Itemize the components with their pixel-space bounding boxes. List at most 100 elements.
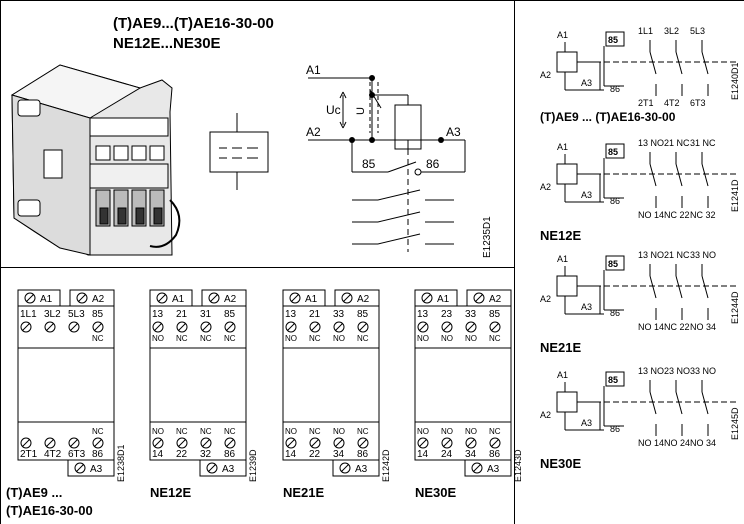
- terminal-top-label: 5L3: [68, 309, 85, 320]
- screw-slot: [178, 323, 186, 331]
- contactor-illustration: [10, 64, 181, 256]
- screw-slot: [70, 323, 78, 331]
- screw-slot: [443, 323, 451, 331]
- schematic-ref: E1244D: [730, 291, 740, 324]
- main-title-1: (T)AE9...(T)AE16-30-00: [113, 15, 274, 32]
- screw-slot: [491, 323, 499, 331]
- coil-label-a3: A3: [581, 302, 592, 312]
- coil-label-a2: A2: [540, 70, 551, 80]
- screw-slot: [443, 439, 451, 447]
- screw-slot: [491, 439, 499, 447]
- screw-slot: [335, 323, 343, 331]
- schematic-nodes: [349, 75, 444, 143]
- terminal-bottom-label: 32: [200, 449, 212, 460]
- screw-slot: [94, 439, 102, 447]
- contact-top-label: 13 NO: [638, 250, 664, 260]
- terminal-bottom-sup: NC: [200, 427, 212, 436]
- label-86: 86: [426, 157, 440, 171]
- screw-slot: [419, 323, 427, 331]
- schematic-caption: (T)AE9 ... (T)AE16-30-00: [540, 110, 676, 124]
- screw-slot: [287, 323, 295, 331]
- terminal-bottom-label: 22: [309, 449, 321, 460]
- screw-slot: [154, 439, 162, 447]
- label-u: U: [355, 107, 367, 115]
- contact-bottom-label: NO 14: [638, 322, 664, 332]
- terminal-bottom-label: 34: [333, 449, 345, 460]
- terminal-top-label: 33: [333, 309, 345, 320]
- contact-bottom-label: NO 14: [638, 210, 664, 220]
- wire: [649, 391, 657, 415]
- terminal-bottom-label: 14: [285, 449, 297, 460]
- schematic-ref: E1245D: [730, 407, 740, 440]
- contact-label-86: 86: [610, 308, 620, 318]
- terminal-a1-label: A1: [437, 294, 450, 305]
- wire: [675, 163, 683, 187]
- screw-slot: [210, 294, 218, 302]
- terminal-top-sub: NC: [92, 334, 104, 343]
- terminal-top-label: 21: [309, 309, 321, 320]
- screw-slot: [419, 439, 427, 447]
- contact-bottom-label: 6T3: [690, 98, 706, 108]
- contact-bottom-label: NC 32: [690, 210, 716, 220]
- coil-label-a3: A3: [581, 418, 592, 428]
- terminal-a3-label: A3: [222, 464, 235, 475]
- terminal-top-sub: NO: [285, 334, 297, 343]
- coil: [556, 51, 578, 73]
- terminal-bottom-label: 86: [489, 449, 501, 460]
- contact-bottom-label: NC 22: [664, 322, 690, 332]
- contact-bottom-label: 4T2: [664, 98, 680, 108]
- terminal-top-sub: NC: [489, 334, 501, 343]
- terminal-top-sub: NO: [465, 334, 477, 343]
- terminal-top-sub: NO: [441, 334, 453, 343]
- terminal-caption: (T)AE9 ...: [6, 485, 62, 500]
- wire: [701, 163, 709, 187]
- terminal-top-sub: NO: [333, 334, 345, 343]
- screw-slot: [22, 439, 30, 447]
- contact-bottom-label: 2T1: [638, 98, 654, 108]
- contact-top-label: 23 NO: [664, 366, 690, 376]
- coil-label-a3: A3: [581, 190, 592, 200]
- terminal-top-label: 85: [92, 309, 104, 320]
- contact-top-label: 13 NO: [638, 138, 664, 148]
- terminal-top-label: 3L2: [44, 309, 61, 320]
- screw-slot: [287, 439, 295, 447]
- contact-bottom-label: NO 34: [690, 322, 716, 332]
- contact-label-85: 85: [608, 375, 618, 385]
- wire: [675, 275, 683, 299]
- main-schematic: [308, 77, 466, 252]
- terminal-bottom-label: 86: [357, 449, 369, 460]
- coil-label-a2: A2: [540, 182, 551, 192]
- terminal-caption: NE30E: [415, 485, 457, 500]
- contact-top-label: 5L3: [690, 26, 705, 36]
- screw-slot: [475, 294, 483, 302]
- terminal-top-label: 13: [152, 309, 164, 320]
- terminal-top-label: 85: [489, 309, 501, 320]
- screw-slot: [76, 464, 84, 472]
- screw-slot: [423, 294, 431, 302]
- main-title-2: NE12E...NE30E: [113, 35, 221, 52]
- screw-slot: [359, 439, 367, 447]
- coil-label-a1: A1: [557, 254, 568, 264]
- contact-top-label: 21 NC: [664, 138, 690, 148]
- terminal-a2-label: A2: [224, 294, 237, 305]
- terminal-a1: [282, 289, 326, 307]
- schematic-ref: E1240D1: [730, 62, 740, 100]
- wire: [649, 163, 657, 187]
- terminal-bottom-label: 22: [176, 449, 188, 460]
- contact-bottom-label: NO 34: [690, 438, 716, 448]
- terminal-bottom-sup: NC: [224, 427, 236, 436]
- screw-slot: [78, 294, 86, 302]
- screw-slot: [94, 323, 102, 331]
- contact-top-label: 33 NO: [690, 366, 716, 376]
- label-85: 85: [362, 157, 376, 171]
- screw-slot: [467, 439, 475, 447]
- schematic-ref: E1241D: [730, 179, 740, 212]
- coil: [556, 391, 578, 413]
- contact-top-label: 33 NO: [690, 250, 716, 260]
